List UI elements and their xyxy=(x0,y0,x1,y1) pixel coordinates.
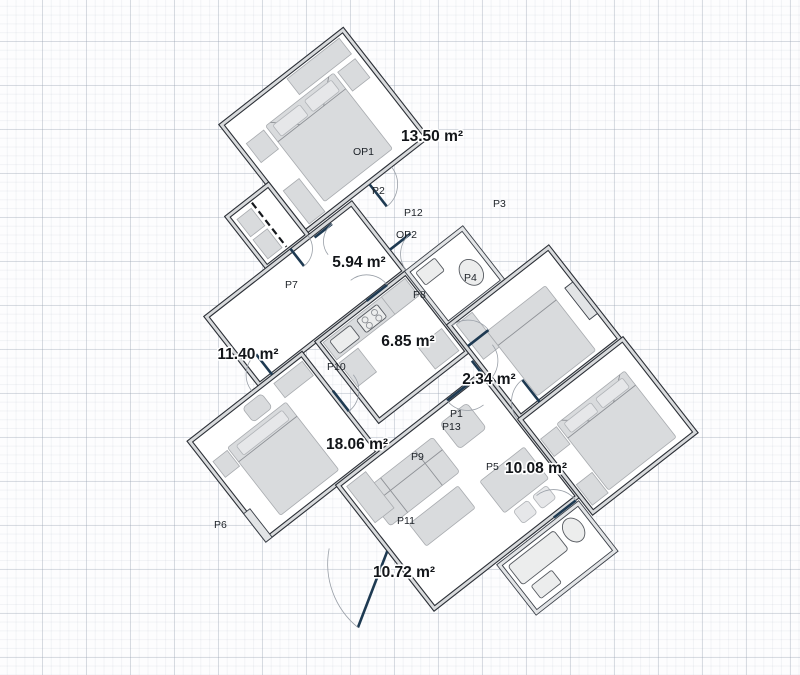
door-P3[interactable] xyxy=(368,166,409,208)
furniture-pillow xyxy=(304,80,340,112)
furniture-bed xyxy=(487,286,596,396)
furniture-cabinet xyxy=(417,328,460,370)
furniture-nightstand xyxy=(575,471,609,506)
furniture-pillow xyxy=(236,410,290,455)
room-bedroom-master xyxy=(218,26,431,236)
ref-label-P3: P3 xyxy=(493,198,506,210)
area-label-bathroom-small: 2.34 m² xyxy=(462,371,515,388)
furniture-chair xyxy=(243,394,272,422)
furniture-tv-unit xyxy=(346,471,395,524)
door-P1[interactable] xyxy=(451,310,490,348)
furniture-dining-table xyxy=(480,447,549,513)
door-P13[interactable] xyxy=(470,344,508,383)
door-P11[interactable] xyxy=(536,478,577,519)
furniture-nightstand xyxy=(212,449,241,478)
area-label-living-room: 18.06 m² xyxy=(326,436,388,453)
ref-label-P4: P4 xyxy=(464,272,477,284)
OP1-sliding-leaf[interactable] xyxy=(251,202,288,248)
room-bedroom-bottom xyxy=(516,335,699,517)
ref-label-P9: P9 xyxy=(411,451,424,463)
furniture-shelf xyxy=(236,207,266,238)
furniture-dining-chair xyxy=(514,500,537,523)
fixture-hob xyxy=(356,304,387,333)
furniture-desk xyxy=(273,360,314,399)
ref-label-P5: P5 xyxy=(486,461,499,473)
furniture-shelf xyxy=(252,228,283,260)
furniture-fridge xyxy=(338,347,378,388)
room-bathroom-small xyxy=(403,225,507,328)
room-bedroom-left xyxy=(186,350,382,543)
door-P2[interactable] xyxy=(289,234,321,267)
furniture-pillow xyxy=(595,378,630,408)
door-P6[interactable] xyxy=(307,521,413,628)
room-living-room xyxy=(334,369,582,612)
fixture-wc xyxy=(561,517,586,543)
area-label-bedroom-master: 13.50 m² xyxy=(401,128,463,145)
fixture-sink xyxy=(330,325,360,354)
area-label-bedroom-bottom: 10.72 m² xyxy=(373,564,435,581)
bathroom-fixtures-lower xyxy=(496,500,619,616)
ref-label-P2: P2 xyxy=(372,185,385,197)
furniture-oven xyxy=(380,277,420,315)
opening-reference-labels: OP1 OP2 P1 P2 P3 P4 P5 P6 P7 P8 P9 P10 P… xyxy=(214,146,506,531)
ref-label-P8: P8 xyxy=(413,289,426,301)
furniture-nightstand xyxy=(245,129,280,164)
furniture-dining-chair xyxy=(532,486,556,509)
area-labels: 13.50 m² 5.94 m² 11.40 m² 6.85 m² 2.34 m… xyxy=(216,126,569,582)
fixture-washbasin xyxy=(531,570,562,599)
door-P4[interactable] xyxy=(389,232,426,271)
furniture-wardrobe xyxy=(455,311,500,360)
door-P12[interactable] xyxy=(313,222,346,256)
furniture-pillow xyxy=(564,402,598,433)
balcony-rail xyxy=(243,281,599,543)
ref-label-P12: P12 xyxy=(404,207,423,219)
ref-label-P11: P11 xyxy=(397,515,415,527)
ref-label-P1: P1 xyxy=(450,408,463,420)
ref-label-P6: P6 xyxy=(214,519,227,531)
area-label-kitchen: 6.85 m² xyxy=(381,333,434,350)
furniture-armchair xyxy=(441,404,486,448)
fixture-bathtub xyxy=(508,531,568,585)
ref-label-P10: P10 xyxy=(327,361,346,373)
door-P8[interactable] xyxy=(350,264,388,302)
door-P9[interactable] xyxy=(446,383,484,420)
ref-label-P7: P7 xyxy=(285,279,298,291)
furniture-nightstand xyxy=(540,426,571,457)
furniture-wardrobe xyxy=(282,177,326,225)
furniture-dresser xyxy=(286,37,352,96)
door-P10[interactable] xyxy=(331,374,369,413)
fixture-washbasin xyxy=(416,258,445,285)
ref-label-OP1: OP1 xyxy=(353,146,374,158)
room-kitchen xyxy=(313,269,471,425)
furniture-pillow xyxy=(273,104,308,137)
door-P5[interactable] xyxy=(500,378,541,420)
area-label-bedroom-right: 10.08 m² xyxy=(505,460,567,477)
furniture-coffee-table xyxy=(409,486,475,546)
door-P7[interactable] xyxy=(236,353,274,391)
ref-label-OP2: OP2 xyxy=(396,229,417,241)
furniture-nightstand xyxy=(337,58,371,92)
area-label-hall-upper: 5.94 m² xyxy=(332,254,385,271)
ref-label-P13: P13 xyxy=(442,421,461,433)
area-label-bedroom-left: 11.40 m² xyxy=(217,346,278,363)
fixture-wc xyxy=(458,258,485,286)
furniture-double-bed xyxy=(557,371,676,490)
